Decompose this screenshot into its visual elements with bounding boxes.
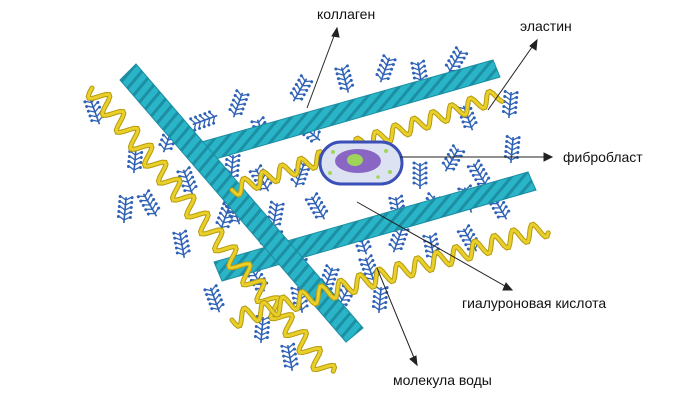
- leader-elastin: [487, 39, 538, 111]
- hyaluronic-acid-molecule: [203, 284, 225, 313]
- hyaluronic-acid-molecule: [189, 110, 218, 132]
- hyaluronic-acid-molecule: [176, 166, 198, 195]
- hyaluronic-acid-molecule: [172, 229, 191, 258]
- fibroblast-cell: [318, 140, 404, 186]
- hyaluronic-acid-molecule: [441, 144, 466, 172]
- hyaluronic-acid-molecule: [501, 90, 519, 119]
- elastin-fiber-left: [85, 85, 338, 374]
- hyaluronic-acid-molecule: [304, 192, 329, 220]
- elastin-fibers: [85, 85, 551, 374]
- collagen-fibers: [119, 59, 537, 343]
- hyaluronic-acid-molecule: [466, 159, 491, 187]
- hyaluronic-acid-molecule: [412, 161, 428, 189]
- label-collagen: коллаген: [317, 6, 376, 22]
- leader-water: [376, 267, 418, 366]
- hyaluronic-acid-molecule: [289, 74, 314, 102]
- leader-lines: [306, 26, 554, 367]
- label-water-molecule: молекула воды: [393, 372, 492, 388]
- collagen-fiber-main: [119, 63, 364, 343]
- hyaluronic-acid-molecule: [503, 135, 521, 164]
- elastin-fiber-bottom: [229, 221, 551, 329]
- hyaluronic-acid-molecule: [136, 189, 161, 217]
- hyaluronic-acid-molecule: [116, 195, 134, 224]
- hyaluronic-acid-molecule: [280, 342, 299, 371]
- label-fibroblast: фибробласт: [563, 149, 643, 165]
- hyaluronic-acid-molecule: [375, 54, 397, 83]
- hyaluronic-acid-molecule: [228, 89, 250, 118]
- leader-hyaluronic: [356, 201, 513, 291]
- label-hyaluronic-acid: гиалуроновая кислота: [462, 295, 607, 311]
- hyaluronic-acid-molecule: [334, 64, 355, 93]
- label-elastin: эластин: [520, 18, 572, 34]
- leader-collagen: [306, 27, 338, 109]
